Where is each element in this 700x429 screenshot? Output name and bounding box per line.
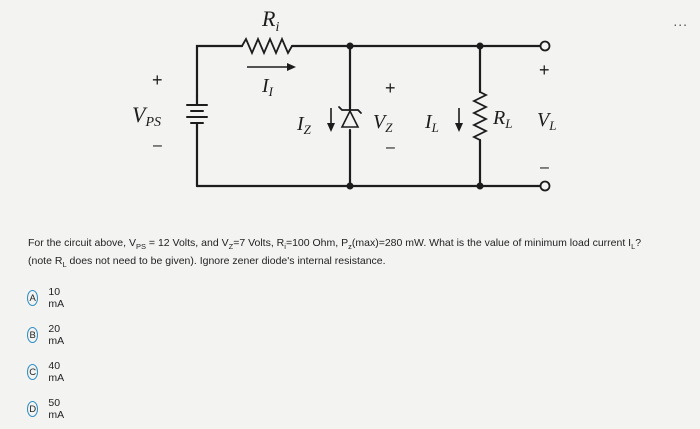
option-b-badge: B: [27, 327, 39, 343]
top-wire-left: [195, 44, 244, 98]
option-b[interactable]: B 20 mA: [27, 323, 69, 347]
label-vl: VL: [537, 109, 556, 133]
label-rl: RL: [492, 107, 512, 131]
node-top-zener: [346, 42, 354, 50]
plus-vz: +: [385, 78, 396, 98]
option-c-text: 40 mA: [48, 360, 65, 384]
option-a-text: 10 mA: [48, 286, 65, 310]
plus-vps: +: [152, 70, 163, 90]
arrow-ii-head: [287, 63, 296, 71]
minus-vl: –: [540, 159, 549, 176]
option-a[interactable]: A 10 mA: [27, 286, 69, 310]
option-c-badge: C: [27, 364, 39, 380]
zener-triangle: [340, 109, 360, 128]
option-b-text: 20 mA: [48, 323, 65, 347]
circuit-diagram: Ri II VPS IZ VZ IL RL VL + – + – + –: [132, 6, 556, 192]
resistor-rl: [471, 91, 489, 141]
option-c[interactable]: C 40 mA: [27, 360, 69, 384]
label-ri: Ri: [261, 6, 279, 35]
label-il: IL: [424, 111, 439, 135]
arrow-iz-head: [327, 123, 335, 132]
label-iz: IZ: [296, 113, 312, 137]
option-d-badge: D: [27, 401, 39, 417]
more-options-icon[interactable]: ...: [673, 13, 688, 29]
node-bottom-load: [476, 182, 484, 190]
question-text: For the circuit above, VPS = 12 Volts, a…: [28, 237, 642, 270]
option-d[interactable]: D 50 mA: [27, 397, 69, 421]
node-top-load: [476, 42, 484, 50]
node-bottom-zener: [346, 182, 354, 190]
option-a-badge: A: [27, 290, 39, 306]
minus-vps: –: [153, 137, 162, 154]
option-d-text: 50 mA: [48, 397, 65, 421]
arrow-il-head: [455, 123, 463, 132]
terminal-bottom: [539, 180, 551, 192]
label-ii: II: [261, 75, 274, 99]
minus-vz: –: [386, 139, 395, 156]
resistor-ri: [241, 36, 293, 56]
battery-plates: [186, 104, 208, 124]
label-vps: VPS: [132, 102, 161, 130]
label-vz: VZ: [373, 111, 393, 135]
terminal-top: [539, 40, 551, 52]
plus-vl: +: [539, 60, 550, 80]
